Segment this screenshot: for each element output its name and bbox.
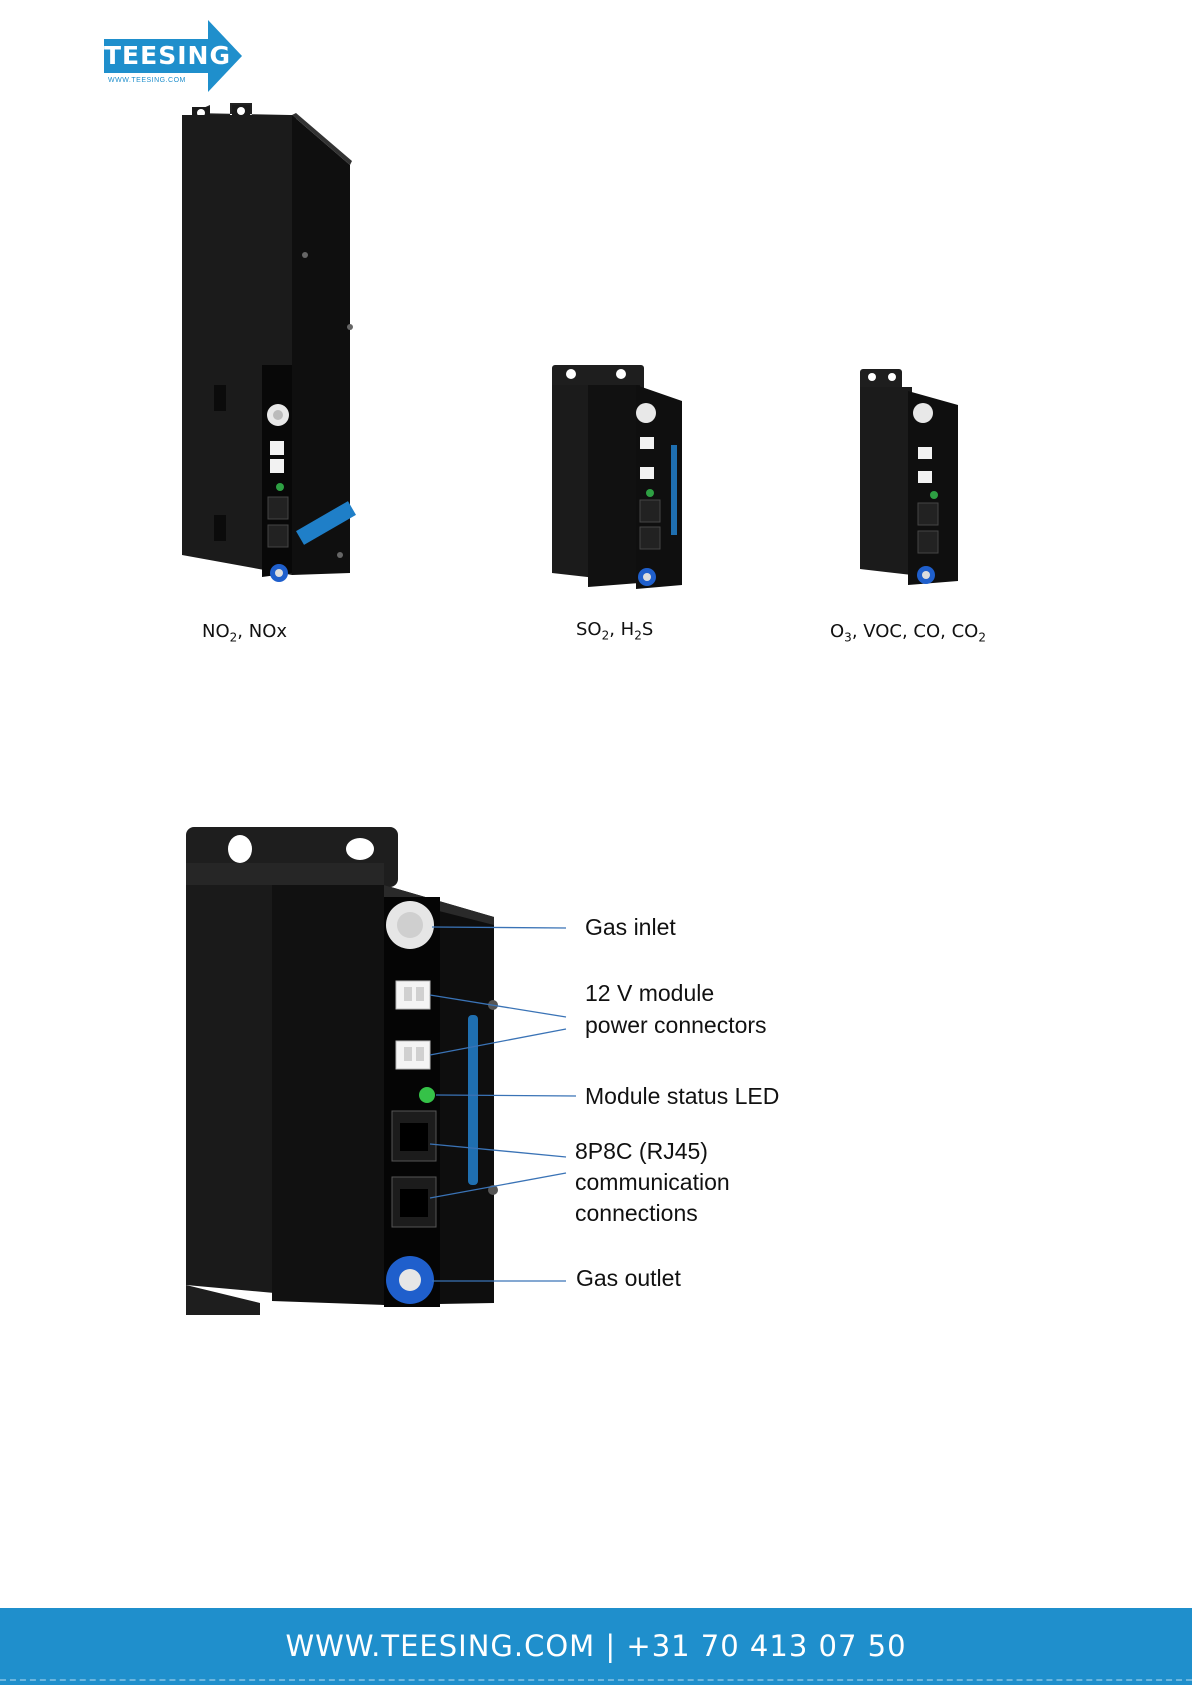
callout-gas-inlet: Gas inlet (585, 912, 676, 943)
module-medium (552, 365, 682, 589)
footer-divider (0, 1679, 1192, 1681)
callout-gas-outlet: Gas outlet (576, 1263, 681, 1294)
caption-so2-h2s: SO2, H2S (576, 619, 653, 643)
module-small (860, 369, 958, 585)
teesing-logo: TEESING WWW.TEESING.COM (104, 20, 254, 90)
footer-bar: WWW.TEESING.COM | +31 70 413 07 50 (0, 1608, 1192, 1685)
callout-rj45-line2: communication (575, 1167, 730, 1198)
callout-power-line1: 12 V module (585, 978, 714, 1009)
callout-power-line2: power connectors (585, 1010, 767, 1041)
product-modules-illustration (0, 95, 1192, 665)
caption-no2-nox: NO2, NOx (202, 621, 287, 645)
module-large (182, 103, 356, 582)
logo-url: WWW.TEESING.COM (108, 77, 186, 84)
callout-status-led: Module status LED (585, 1081, 779, 1112)
callout-rj45-line1: 8P8C (RJ45) (575, 1136, 708, 1167)
footer-contact: WWW.TEESING.COM | +31 70 413 07 50 (0, 1608, 1192, 1685)
caption-o3-voc-co-co2: O3, VOC, CO, CO2 (830, 621, 986, 645)
module-detail-illustration (0, 815, 1192, 1325)
callout-rj45-line3: connections (575, 1198, 698, 1229)
logo-text: TEESING (104, 39, 222, 73)
